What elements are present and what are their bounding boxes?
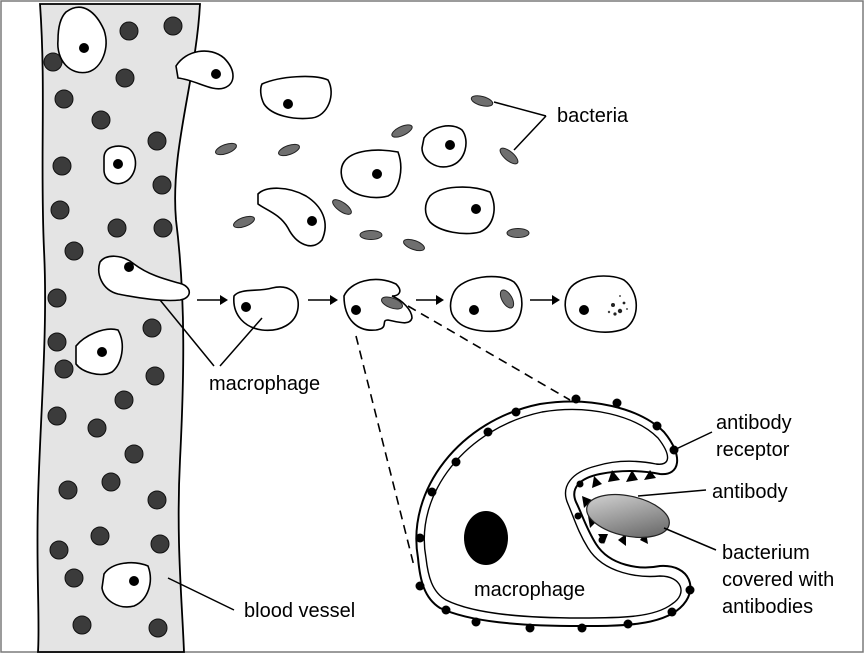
blood-cell (153, 176, 171, 194)
blood-cell (164, 17, 182, 35)
blood-cell (48, 333, 66, 351)
blood-cell (148, 491, 166, 509)
antibody-label: antibody (712, 481, 788, 503)
tissue-macrophages (258, 77, 494, 246)
blood-cell (53, 157, 71, 175)
macrophage-cell (258, 188, 325, 246)
bacterium (470, 94, 494, 108)
receptor-dot (428, 488, 437, 497)
blood-cell (149, 619, 167, 637)
blood-cell (154, 219, 172, 237)
macrophage-cell (426, 187, 495, 233)
blood-cell (65, 242, 83, 260)
sequence-macrophage-1 (234, 287, 298, 330)
macrophage-cell (261, 77, 331, 119)
receptor-dot (484, 428, 493, 437)
macrophage-pointer (220, 318, 262, 366)
bacterium (402, 237, 426, 253)
blood-cell (48, 289, 66, 307)
blood-cell (91, 527, 109, 545)
antibody-pointer (638, 490, 706, 496)
blood-cell (65, 569, 83, 587)
blood-cell (108, 219, 126, 237)
macrophage-cell (422, 126, 466, 167)
receptor-dot (686, 586, 695, 595)
receptor-dot (442, 606, 451, 615)
blood-cell (115, 391, 133, 409)
bacterium (277, 142, 301, 158)
blood-cell (116, 69, 134, 87)
macrophage-cell (341, 150, 401, 197)
bacterium (498, 145, 521, 166)
receptor-dot (578, 624, 587, 633)
bacterium (390, 122, 414, 139)
blood-cell (48, 407, 66, 425)
receptor-dot (572, 395, 581, 404)
macrophage-label: macrophage (209, 373, 320, 395)
sequence-macrophage-4 (565, 276, 636, 332)
arrow (197, 295, 228, 305)
blood-cell (151, 535, 169, 553)
phagocytosis-sequence (197, 276, 636, 332)
bacterium (330, 197, 353, 217)
sequence-macrophage-2 (344, 280, 412, 331)
receptor-dot (575, 513, 582, 520)
blood-cell (143, 319, 161, 337)
receptor-dot (668, 608, 677, 617)
zoom-line (356, 336, 414, 566)
receptor-dot (653, 422, 662, 431)
bacterium-label-3: antibodies (722, 596, 813, 618)
bacterium (507, 229, 529, 238)
blood-cell (73, 616, 91, 634)
blood-cell (88, 419, 106, 437)
bacteria-pointer (514, 116, 546, 150)
receptor-dot (452, 458, 461, 467)
blood-cell (55, 360, 73, 378)
receptor-dot (526, 624, 535, 633)
antibody-mark (592, 476, 602, 488)
arrow (416, 295, 444, 305)
blood-cell (59, 481, 77, 499)
white-cell (104, 146, 136, 184)
antibody-receptor-pointer (674, 432, 712, 450)
receptor-dot (416, 534, 425, 543)
bacterium-label-1: bacterium (722, 542, 810, 564)
arrow (530, 295, 560, 305)
white-cell (102, 563, 150, 607)
receptor-dot (416, 582, 425, 591)
bacterium (232, 214, 256, 230)
blood-cell (50, 541, 68, 559)
antibody-coated-bacterium (583, 488, 673, 545)
bacterium-pointer (664, 528, 716, 550)
bacterium-label-2: covered with (722, 569, 834, 591)
receptor-dot (512, 408, 521, 417)
blood-cell (146, 367, 164, 385)
antibody-receptor-label-1: antibody (716, 412, 792, 434)
receptor-dot (577, 481, 584, 488)
bacterium (360, 231, 382, 240)
blood-cell (51, 201, 69, 219)
bacteria-label: bacteria (557, 105, 629, 127)
macrophage-nucleus (464, 511, 508, 565)
receptor-dot (472, 618, 481, 627)
blood-cell (102, 473, 120, 491)
bacterium (214, 141, 238, 157)
macrophage-inner-label: macrophage (474, 579, 585, 601)
blood-cell (125, 445, 143, 463)
blood-vessel-label: blood vessel (244, 600, 355, 622)
receptor-dot (624, 620, 633, 629)
sequence-macrophage-3 (451, 277, 522, 332)
antibody-receptor-label-2: receptor (716, 439, 790, 461)
arrow (308, 295, 338, 305)
bacteria-pointer (494, 102, 546, 116)
blood-cell (92, 111, 110, 129)
blood-cell (55, 90, 73, 108)
receptor-dot (613, 399, 622, 408)
blood-cell (148, 132, 166, 150)
blood-cell (120, 22, 138, 40)
